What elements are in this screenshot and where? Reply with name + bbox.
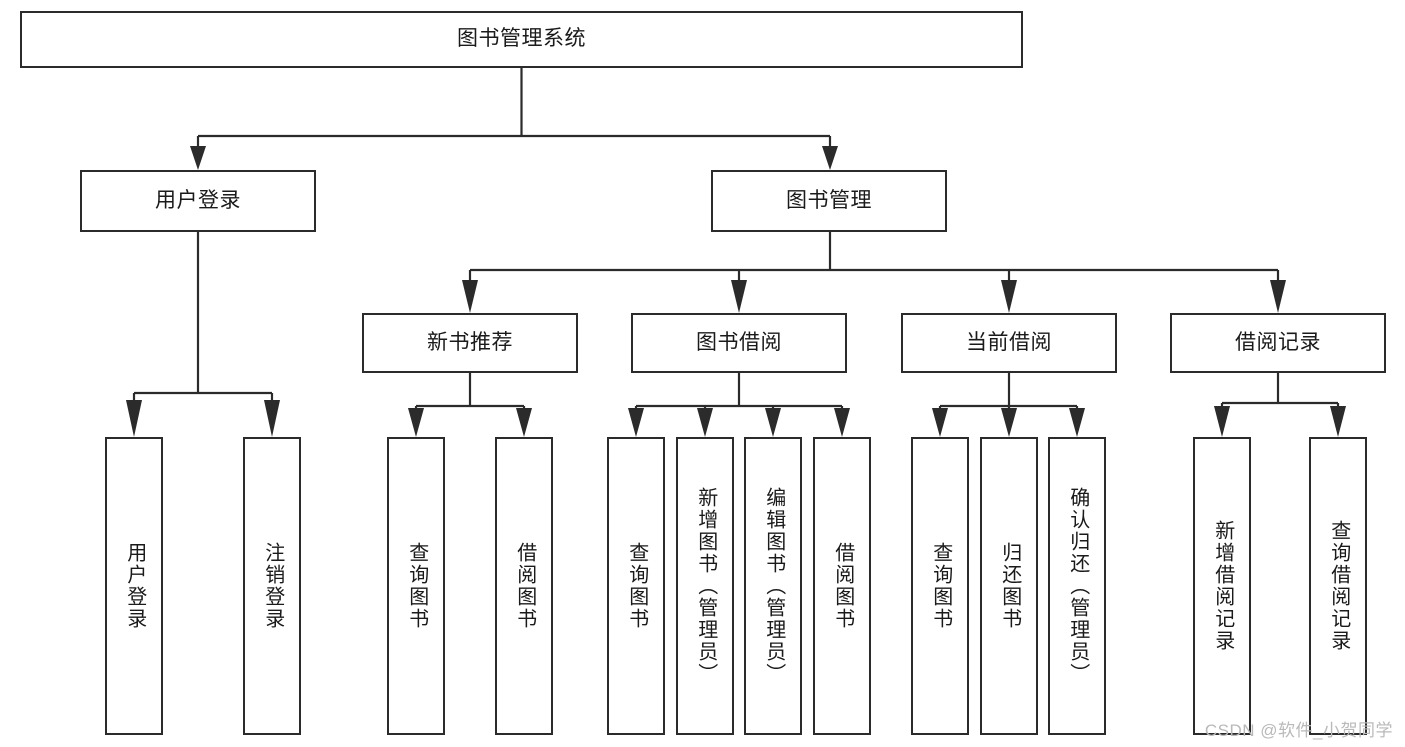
arrow-user-login — [190, 146, 206, 170]
node-new-book-recommend[interactable]: 新书推荐 — [362, 313, 578, 373]
node-book-manage[interactable]: 图书管理 — [711, 170, 947, 232]
node-current-borrow-label: 当前借阅 — [966, 330, 1052, 354]
leaf-borrow-book-1[interactable]: 借阅图书 — [495, 437, 553, 735]
arrow-leaf-add-record — [1214, 406, 1230, 437]
arrow-leaf-query-record — [1330, 406, 1346, 437]
arrow-book-manage — [822, 146, 838, 170]
arrow-leaf-query-book-3 — [932, 408, 948, 437]
leaf-confirm-return-label: 确认归还（管理员） — [1066, 487, 1089, 685]
leaf-user-logout[interactable]: 注销登录 — [243, 437, 301, 735]
leaf-query-book-3-label: 查询图书 — [929, 542, 952, 630]
watermark: CSDN @软件_小贺同学 — [1204, 721, 1393, 740]
leaf-add-record[interactable]: 新增借阅记录 — [1193, 437, 1251, 735]
node-root-label: 图书管理系统 — [457, 27, 586, 51]
leaf-confirm-return[interactable]: 确认归还（管理员） — [1048, 437, 1106, 735]
arrow-leaf-query-book-2 — [628, 408, 644, 437]
leaf-edit-book-label: 编辑图书（管理员） — [762, 487, 785, 685]
leaf-query-record-label: 查询借阅记录 — [1327, 520, 1350, 652]
node-book-borrow[interactable]: 图书借阅 — [631, 313, 847, 373]
leaf-query-book-3[interactable]: 查询图书 — [911, 437, 969, 735]
leaf-edit-book[interactable]: 编辑图书（管理员） — [744, 437, 802, 735]
leaf-add-book[interactable]: 新增图书（管理员） — [676, 437, 734, 735]
arrow-leaf-confirm-return — [1069, 408, 1085, 437]
leaf-borrow-book-2-label: 借阅图书 — [831, 542, 854, 630]
leaf-query-book-2[interactable]: 查询图书 — [607, 437, 665, 735]
node-user-login[interactable]: 用户登录 — [80, 170, 316, 232]
node-new-book-recommend-label: 新书推荐 — [427, 330, 513, 354]
node-borrow-record-label: 借阅记录 — [1235, 330, 1321, 354]
leaf-user-login[interactable]: 用户登录 — [105, 437, 163, 735]
node-borrow-record[interactable]: 借阅记录 — [1170, 313, 1386, 373]
arrow-leaf-user-login — [126, 400, 142, 437]
arrow-borrow-record — [1270, 280, 1286, 313]
leaf-borrow-book-2[interactable]: 借阅图书 — [813, 437, 871, 735]
arrow-leaf-edit-book — [765, 408, 781, 437]
leaf-return-book[interactable]: 归还图书 — [980, 437, 1038, 735]
arrow-leaf-user-logout — [264, 400, 280, 437]
leaf-query-book-1[interactable]: 查询图书 — [387, 437, 445, 735]
leaf-query-record[interactable]: 查询借阅记录 — [1309, 437, 1367, 735]
arrow-new-book-recommend — [462, 280, 478, 313]
node-user-login-label: 用户登录 — [155, 188, 241, 212]
arrow-leaf-query-book-1 — [408, 408, 424, 437]
arrow-leaf-add-book — [697, 408, 713, 437]
leaf-add-book-label: 新增图书（管理员） — [694, 487, 717, 685]
leaf-borrow-book-1-label: 借阅图书 — [513, 542, 536, 630]
arrow-leaf-return-book — [1001, 408, 1017, 437]
leaf-user-login-label: 用户登录 — [123, 542, 146, 630]
leaf-query-book-1-label: 查询图书 — [405, 542, 428, 630]
node-book-manage-label: 图书管理 — [786, 188, 872, 212]
node-current-borrow[interactable]: 当前借阅 — [901, 313, 1117, 373]
leaf-user-logout-label: 注销登录 — [261, 542, 284, 630]
node-root[interactable]: 图书管理系统 — [20, 11, 1023, 68]
leaf-add-record-label: 新增借阅记录 — [1211, 520, 1234, 652]
arrow-current-borrow — [1001, 280, 1017, 313]
arrow-leaf-borrow-book-1 — [516, 408, 532, 437]
arrow-book-borrow — [731, 280, 747, 313]
leaf-query-book-2-label: 查询图书 — [625, 542, 648, 630]
leaf-return-book-label: 归还图书 — [998, 542, 1021, 630]
arrow-leaf-borrow-book-2 — [834, 408, 850, 437]
node-book-borrow-label: 图书借阅 — [696, 330, 782, 354]
